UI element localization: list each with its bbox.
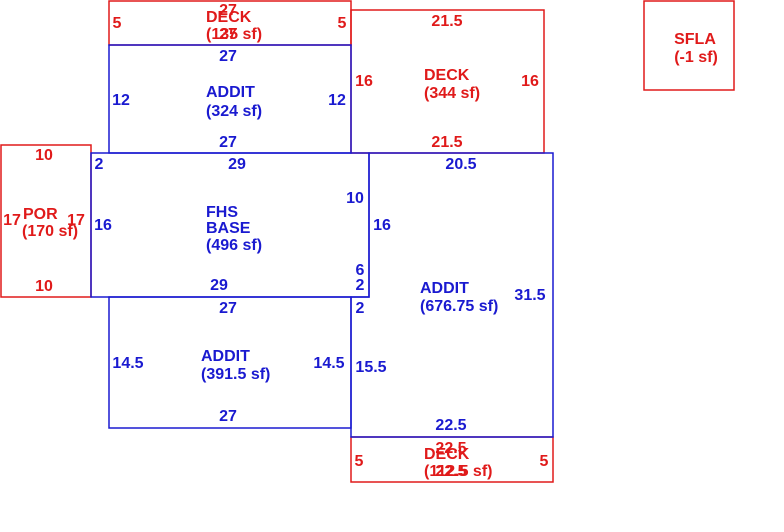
deck-top-right-dim-bottom: 21.5 [431, 134, 462, 151]
por-dim-left: 17 [3, 212, 21, 229]
sfla-outline [643, 0, 735, 91]
addit-right-dim-bottom: 22.5 [435, 417, 466, 434]
por-dim-top: 10 [35, 147, 53, 164]
addit-right-area: (676.75 sf) [420, 298, 498, 315]
deck-bottom-dim-right: 5 [540, 453, 549, 470]
deck-bottom-area: (112.5 sf) [424, 463, 492, 480]
fhs-base-name-line1: FHS [206, 204, 238, 221]
addit-top-dim-top: 27 [219, 48, 237, 65]
sfla-area: (-1 sf) [674, 49, 718, 66]
deck-top-left-dim-right: 5 [338, 15, 347, 32]
deck-bottom-overlap-dim: 22.5 [435, 463, 466, 480]
addit-top-dim-bottom: 27 [219, 134, 237, 151]
deck-top-right-dim-left: 16 [355, 73, 373, 90]
addit-top-dim-left: 12 [112, 92, 130, 109]
fhs-base-dim-bottom: 29 [210, 277, 228, 294]
addit-right-name: ADDIT [420, 280, 469, 297]
fhs-base-dim-top: 29 [228, 156, 246, 173]
deck-top-left-dim-top: 27 [219, 2, 237, 19]
addit-right-dim-left-lower: 15.5 [355, 359, 386, 376]
deck-top-left-area: (135 sf) [206, 26, 262, 43]
deck-bottom-dim-left: 5 [355, 453, 364, 470]
addit-bottom-name: ADDIT [201, 348, 250, 365]
fhs-base-dim-right-lower: 2 [356, 277, 365, 294]
addit-top-area: (324 sf) [206, 103, 262, 120]
por-area: (170 sf) [22, 223, 78, 240]
deck-bottom-dim-top: 22.5 [435, 440, 466, 457]
deck-top-left-dim-left: 5 [113, 15, 122, 32]
por-name: POR [23, 206, 58, 223]
fhs-base-area: (496 sf) [206, 237, 262, 254]
addit-right-dim-top: 20.5 [445, 156, 476, 173]
fhs-base-name-line2: BASE [206, 220, 251, 237]
addit-top-dim-right: 12 [328, 92, 346, 109]
addit-bottom-area: (391.5 sf) [201, 366, 270, 383]
fhs-base-dim-left: 16 [94, 217, 112, 234]
fhs-base-dim-right-upper: 10 [346, 190, 364, 207]
deck-top-right-name: DECK [424, 67, 470, 84]
addit-bottom-dim-right: 14.5 [313, 355, 344, 372]
deck-top-right-dim-top: 21.5 [431, 13, 462, 30]
fhs-base-dim-top-left: 2 [95, 156, 104, 173]
addit-bottom-dim-bottom: 27 [219, 408, 237, 425]
por-dim-right: 17 [67, 212, 85, 229]
addit-right-dim-right: 31.5 [514, 287, 545, 304]
sfla-name: SFLA [674, 31, 716, 48]
deck-top-left-overlap-dim: 27 [219, 26, 237, 43]
addit-right-dim-left-upper: 16 [373, 217, 391, 234]
deck-bottom-name: DECK [424, 446, 470, 463]
addit-bottom-outline [108, 296, 352, 429]
addit-right-outline [350, 152, 554, 438]
addit-bottom-dim-top: 27 [219, 300, 237, 317]
deck-top-right-area: (344 sf) [424, 85, 480, 102]
por-dim-bottom: 10 [35, 278, 53, 295]
addit-right-dim-left-notch: 2 [356, 300, 365, 317]
deck-top-left-name: DECK [206, 9, 252, 26]
fhs-base-dim-right-mid: 6 [356, 262, 365, 279]
addit-top-name: ADDIT [206, 84, 255, 101]
addit-bottom-dim-left: 14.5 [112, 355, 143, 372]
deck-top-right-dim-right: 16 [521, 73, 539, 90]
